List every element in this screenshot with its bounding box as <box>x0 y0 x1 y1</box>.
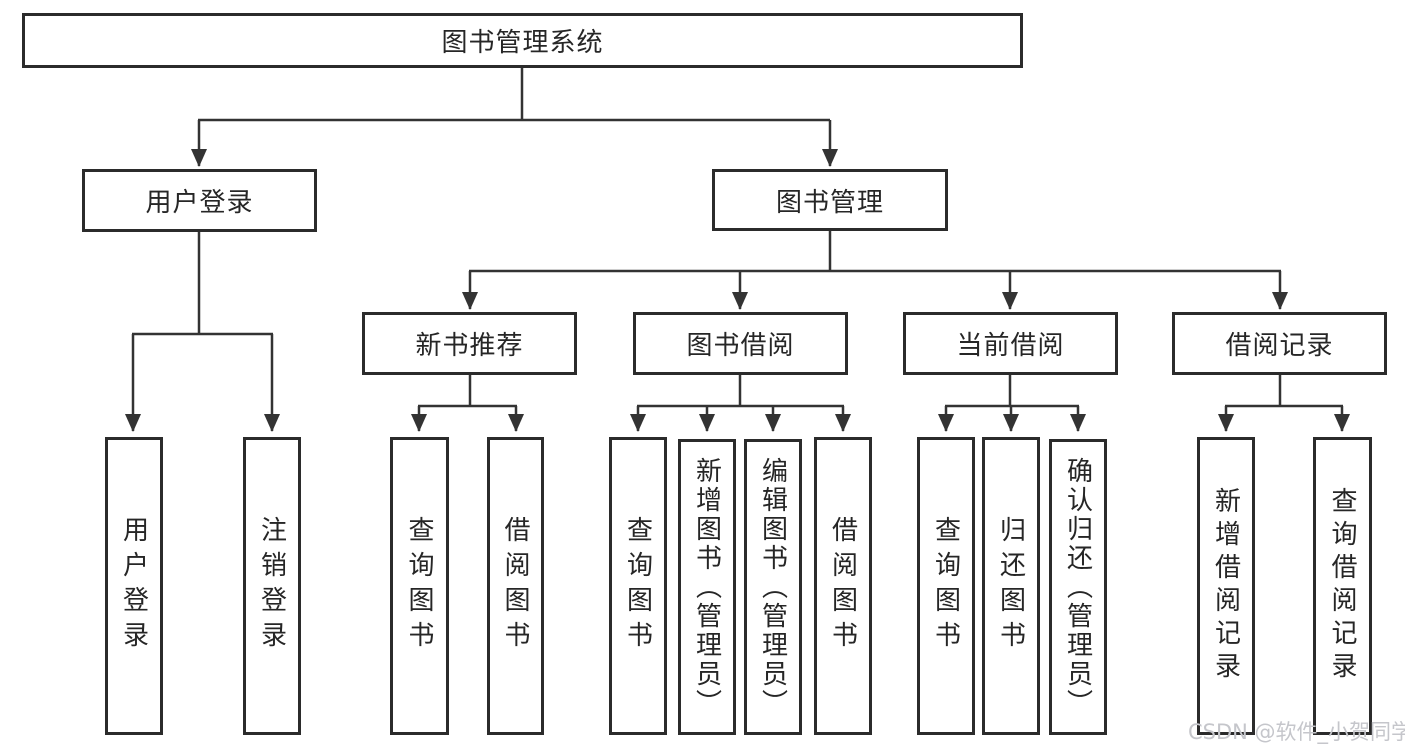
node-borrowing-records: 借阅记录 <box>1172 312 1387 375</box>
csdn-watermark: CSDN @软件_小贺同学 <box>1188 720 1405 744</box>
edge-user-login-to-leaves <box>125 232 280 432</box>
node-root-label: 图书管理系统 <box>441 28 604 58</box>
node-new-book-recommendation-label: 新书推荐 <box>415 331 524 361</box>
edge-root-to-level2 <box>191 68 838 167</box>
edge-book-borrowing-to-leaves <box>630 375 851 432</box>
leaf-recommend-query-books-label: 查询图书 <box>404 516 434 656</box>
leaf-borrow-borrow-books-label: 借阅图书 <box>827 516 858 656</box>
node-root: 图书管理系统 <box>22 13 1023 68</box>
node-book-borrowing: 图书借阅 <box>633 312 848 375</box>
edge-current-borrowing-to-leaves <box>938 375 1086 432</box>
leaf-current-return-books-label: 归还图书 <box>995 516 1026 656</box>
leaf-borrow-add-books-admin-label: 新增图书（管理员） <box>691 456 722 718</box>
leaf-borrow-query-books: 查询图书 <box>609 437 667 735</box>
leaf-borrow-borrow-books: 借阅图书 <box>814 437 872 735</box>
leaf-current-confirm-return-admin-label: 确认归还（管理员） <box>1062 456 1093 718</box>
edge-new-book-recommendation-to-leaves <box>411 375 524 432</box>
node-user-login: 用户登录 <box>82 169 317 232</box>
leaf-recommend-borrow-books-label: 借阅图书 <box>500 516 530 656</box>
node-book-management-label: 图书管理 <box>775 187 884 218</box>
node-new-book-recommendation: 新书推荐 <box>362 312 577 375</box>
leaf-borrow-query-books-label: 查询图书 <box>622 516 653 656</box>
leaf-current-query-books: 查询图书 <box>917 437 975 735</box>
leaf-user-login: 用户登录 <box>105 437 163 735</box>
leaf-records-query-record: 查询借阅记录 <box>1313 437 1372 735</box>
leaf-recommend-borrow-books: 借阅图书 <box>487 437 544 735</box>
leaf-records-add-record: 新增借阅记录 <box>1197 437 1255 735</box>
leaf-current-query-books-label: 查询图书 <box>930 516 961 656</box>
node-book-borrowing-label: 图书借阅 <box>686 331 795 361</box>
leaf-current-return-books: 归还图书 <box>982 437 1040 735</box>
node-borrowing-records-label: 借阅记录 <box>1225 331 1334 361</box>
edge-borrowing-records-to-leaves <box>1218 375 1350 432</box>
leaf-borrow-edit-books-admin: 编辑图书（管理员） <box>744 439 802 735</box>
node-current-borrowing: 当前借阅 <box>903 312 1118 375</box>
leaf-records-add-record-label: 新增借阅记录 <box>1210 487 1241 685</box>
leaf-recommend-query-books: 查询图书 <box>390 437 449 735</box>
node-book-management: 图书管理 <box>712 169 948 231</box>
leaf-current-confirm-return-admin: 确认归还（管理员） <box>1049 439 1107 735</box>
leaf-logout: 注销登录 <box>243 437 301 735</box>
leaf-user-login-label: 用户登录 <box>118 516 149 656</box>
leaf-records-query-record-label: 查询借阅记录 <box>1327 487 1357 685</box>
leaf-logout-label: 注销登录 <box>256 516 287 656</box>
leaf-borrow-add-books-admin: 新增图书（管理员） <box>678 439 736 735</box>
leaf-borrow-edit-books-admin-label: 编辑图书（管理员） <box>757 456 788 718</box>
edge-book-management-to-level3 <box>462 231 1288 310</box>
node-current-borrowing-label: 当前借阅 <box>956 331 1065 361</box>
node-user-login-label: 用户登录 <box>145 188 254 218</box>
